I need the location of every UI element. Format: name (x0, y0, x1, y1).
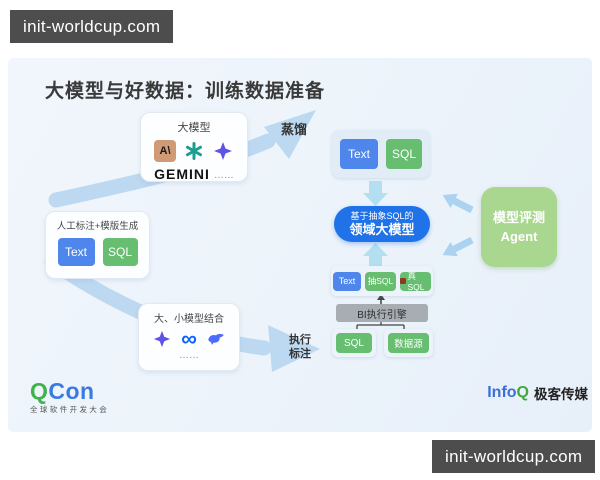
database-icon (400, 278, 406, 284)
manual-text-badge: Text (57, 238, 95, 266)
bi-engine-bar: BI执行引擎 (336, 304, 428, 322)
eval-agent-line2: Agent (500, 229, 538, 244)
qcon-con: Con (48, 378, 95, 404)
deepseek-whale-icon (206, 329, 226, 349)
ellipsis-text: …… (179, 350, 199, 361)
manual-annotation-title: 人工标注+模版生成 (56, 221, 139, 232)
meta-icon: ∞ (181, 329, 197, 349)
combine-models-box: 大、小模型结合 ∞ …… (138, 303, 240, 371)
real-sql-badge: 真SQL (400, 271, 431, 292)
domain-model-line2: 领域大模型 (349, 222, 415, 237)
manual-annotation-box: 人工标注+模版生成 Text SQL (45, 211, 150, 279)
big-model-title: 大模型 (177, 122, 211, 134)
watermark-bottom: init-worldcup.com (432, 440, 596, 473)
eval-agent-line1: 模型评测 (492, 210, 545, 225)
qcon-logo: QCon 全球软件开发大会 (30, 379, 109, 415)
qcon-subtitle: 全球软件开发大会 (30, 405, 110, 414)
combine-models-title: 大、小模型结合 (154, 314, 224, 325)
abstract-sql-badge: 抽SQL (365, 271, 396, 291)
exec-label-line2: 标注 (289, 348, 311, 360)
sql-panel: SQL (332, 329, 376, 357)
output-text-badge: Text (333, 271, 361, 291)
eval-agent-box: 模型评测 Agent (481, 187, 557, 267)
ellipsis-text: …… (213, 170, 234, 181)
distilled-output-panel: Text SQL (332, 130, 430, 178)
infoq-q: Q (516, 384, 529, 401)
model-output-row: Text 抽SQL 真SQL (331, 266, 433, 296)
openai-icon (183, 140, 205, 162)
distill-label: 蒸馏 (281, 122, 308, 137)
domain-model-line1: 基于抽象SQL的 (350, 211, 414, 221)
anthropic-icon: A\ (154, 140, 176, 162)
watermark-top: init-worldcup.com (10, 10, 174, 43)
infoq-media-label: 极客传媒 (534, 387, 588, 402)
domain-model-box: 基于抽象SQL的 领域大模型 (334, 206, 430, 242)
gemini-logo: GEMINI (154, 166, 210, 182)
infoq-logo: InfoQ 极客传媒 (487, 383, 588, 403)
text-badge: Text (340, 139, 378, 169)
manual-sql-badge: SQL (102, 238, 138, 266)
real-sql-label: 真SQL (407, 271, 425, 292)
datasource-panel: 数据源 (384, 329, 433, 357)
bottom-sql-badge: SQL (336, 333, 372, 353)
slide-title: 大模型与好数据：训练数据准备 (45, 81, 326, 102)
big-model-box: 大模型 A\ GEMINI …… (140, 112, 248, 182)
datasource-badge: 数据源 (388, 333, 429, 353)
qcon-q: Q (30, 378, 49, 404)
sql-badge: SQL (386, 139, 422, 169)
qwen-icon (152, 329, 172, 349)
anthropic-glyph: A\ (159, 145, 171, 157)
qwen-icon (212, 140, 234, 162)
infoq-info: Info (487, 384, 517, 401)
